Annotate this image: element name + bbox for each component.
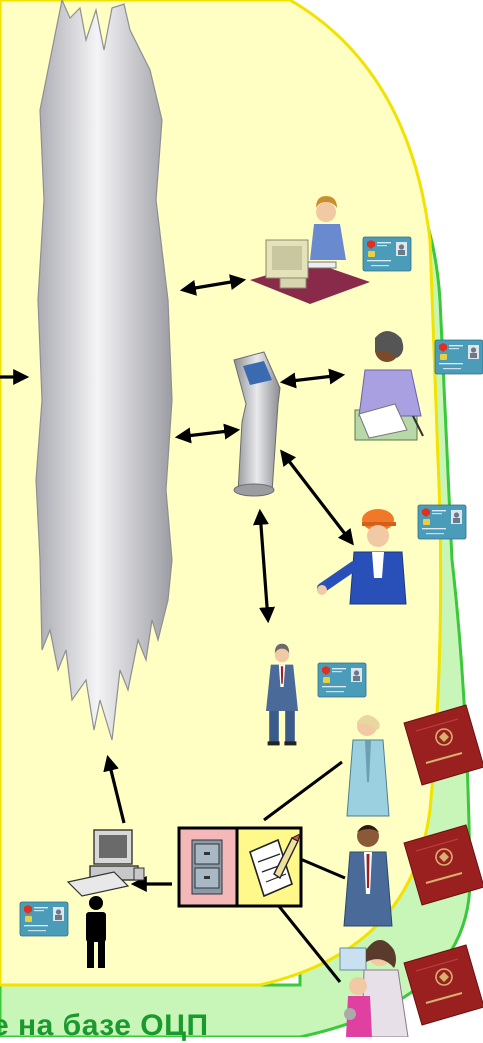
smart-card-icon xyxy=(317,662,367,698)
worker-in-hardhat-icon xyxy=(317,509,407,605)
arrow-cloud-operator xyxy=(179,274,247,296)
self-service-kiosk-icon xyxy=(233,351,281,497)
person-silhouette-icon xyxy=(86,896,106,968)
arrow-cloud-kiosk xyxy=(174,423,241,444)
arrow-kiosk-woman xyxy=(279,368,346,389)
filing-cabinet-icon xyxy=(191,839,223,895)
arrow-kiosk-worker xyxy=(280,449,354,546)
bottom-caption: е на базе ОЦП xyxy=(0,1009,209,1042)
computer-terminal-icon xyxy=(66,829,145,897)
woman-writing-icon xyxy=(354,331,424,441)
arrow-pc-cloud xyxy=(103,754,126,824)
document-pencil-icon xyxy=(249,833,301,898)
connection-arrows xyxy=(0,274,354,892)
smart-card-icon xyxy=(362,236,412,272)
smart-card-icon xyxy=(19,901,69,937)
smart-card-icon xyxy=(434,339,483,375)
arrow-kiosk-businessman xyxy=(252,508,276,624)
clerk-at-computer-icon xyxy=(250,196,370,304)
man-in-tie-icon xyxy=(343,825,393,927)
form-connection-lines xyxy=(263,760,346,983)
mother-with-children-icon xyxy=(339,940,409,1037)
registry-office-box xyxy=(177,826,303,908)
woman-in-coat-icon xyxy=(346,715,390,817)
central-system-cloud xyxy=(35,0,173,741)
smart-card-icon xyxy=(417,504,467,540)
